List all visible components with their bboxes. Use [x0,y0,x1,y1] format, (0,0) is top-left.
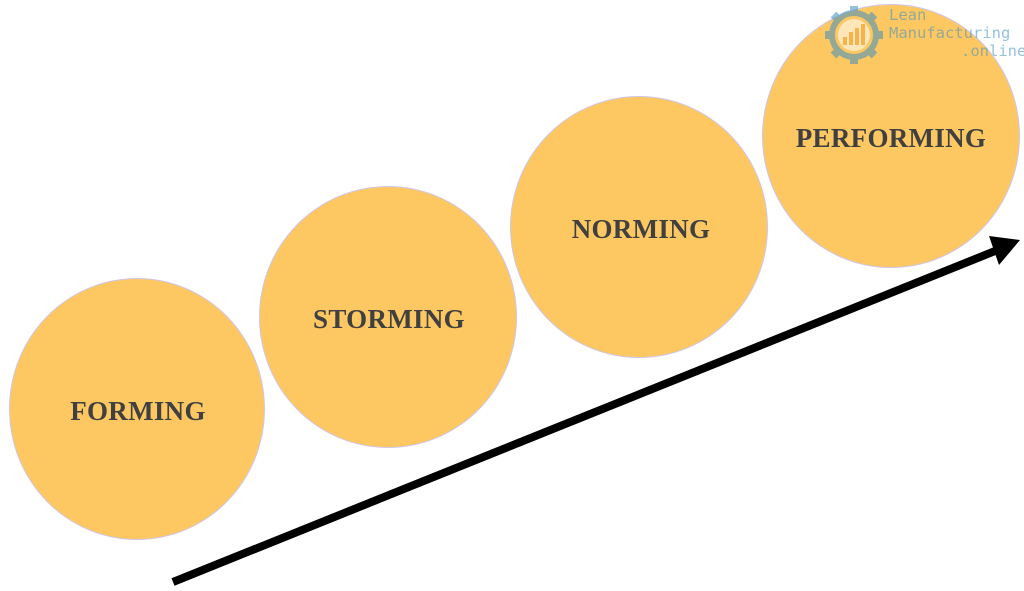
logo-line-lean: Lean [889,6,927,24]
stage-label-storming: STORMING [313,303,465,334]
lean-manufacturing-logo: Lean Manufacturing .online [823,2,1024,66]
logo-line-manufacturing: Manufacturing [889,24,1011,42]
stage-circle-norming: NORMING [510,96,768,358]
stage-circle-forming: FORMING [9,278,265,540]
progress-arrow-head [989,236,1020,265]
logo-line-online: .online [961,42,1024,60]
logo-wordmark: Lean Manufacturing .online [889,6,1024,60]
gear-chart-icon [825,6,883,64]
stage-circle-performing: PERFORMING [762,4,1020,268]
stage-label-forming: FORMING [70,395,206,426]
stage-label-norming: NORMING [571,213,711,244]
stage-circle-storming: STORMING [259,186,517,448]
stage-label-performing: PERFORMING [795,122,987,153]
